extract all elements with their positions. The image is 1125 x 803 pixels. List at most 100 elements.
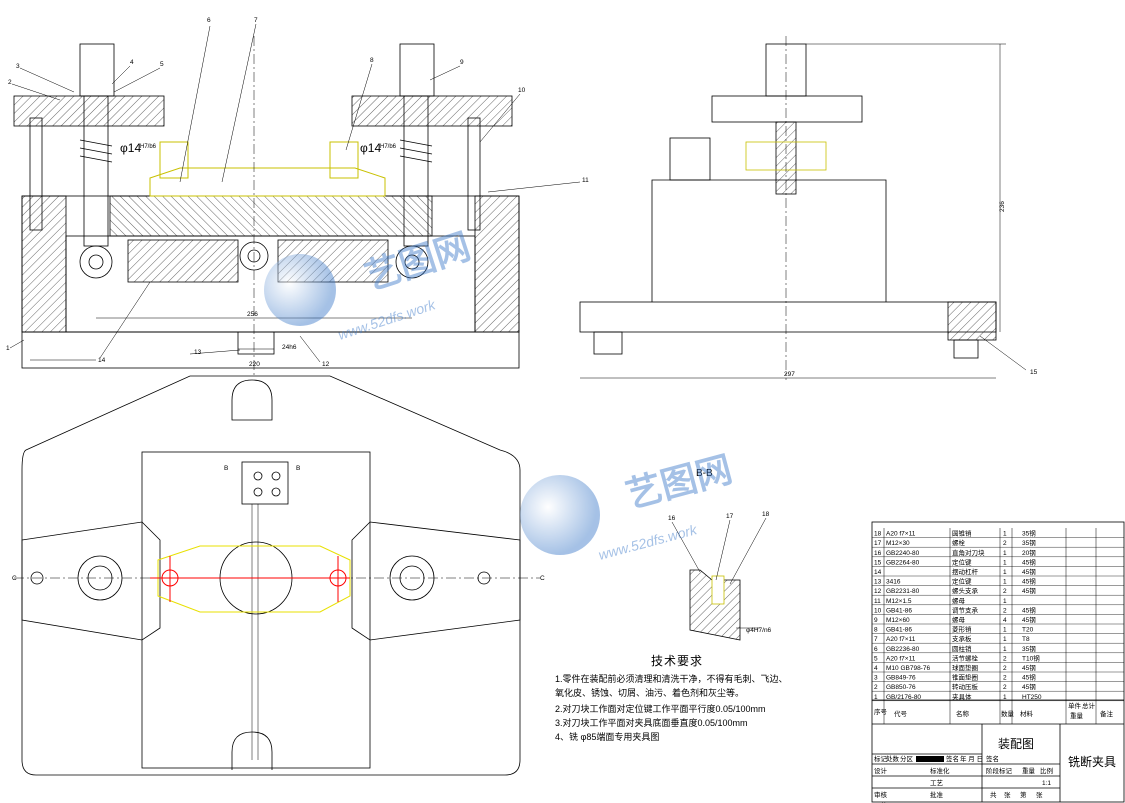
parts-cell-name: 菱形销: [952, 625, 972, 634]
balloon-3: 3: [16, 63, 20, 70]
parts-cell-name: 直角对刀块: [952, 548, 985, 557]
parts-cell-name: 支承板: [952, 634, 972, 643]
balloon-18: 18: [762, 511, 770, 518]
parts-cell-name: 活节螺栓: [952, 653, 979, 662]
parts-cell-no: 13: [874, 579, 882, 586]
parts-cell-mat: T8: [1022, 636, 1030, 643]
tb-sign: 签名: [986, 754, 999, 763]
parts-cell-name: 摆动杠杆: [952, 567, 979, 576]
parts-cell-code: GB2236-80: [886, 646, 920, 653]
balloon-16: 16: [668, 515, 676, 522]
dim-length-label: 297: [784, 371, 795, 378]
parts-cell-no: 2: [874, 684, 878, 691]
hdr-qty: 数量: [1001, 709, 1015, 718]
parts-cell-qty: 2: [1003, 665, 1007, 672]
parts-cell-qty: 2: [1003, 655, 1007, 662]
parts-cell-mat: 45钢: [1022, 616, 1036, 624]
fit-left-text: φ14: [120, 141, 141, 155]
side-view: [579, 36, 1027, 380]
parts-cell-no: 5: [874, 655, 878, 662]
tb-scale: 1:1: [1042, 780, 1051, 787]
parts-cell-mat: 35钢: [1022, 645, 1036, 653]
parts-cell-code: GB/2176-80: [886, 694, 921, 701]
drawing-title: 铣断夹具: [1068, 754, 1116, 769]
front-balloon-labels: 1 2 3 4 5 6 7 8 9 10 11 12 13 14: [6, 17, 589, 368]
parts-cell-code: M12×60: [886, 617, 910, 624]
parts-cell-no: 16: [874, 550, 882, 557]
section-mark-right: B: [296, 465, 300, 472]
parts-cell-mat: T20: [1022, 627, 1034, 634]
tb-r2-1: 标准化: [930, 766, 950, 775]
parts-cell-no: 3: [874, 675, 878, 682]
watermark-brand-2: 艺图网: [621, 448, 736, 516]
tb-r3-1: 工艺: [930, 779, 944, 787]
hdr-remark: 备注: [1100, 709, 1114, 718]
parts-cell-qty: 1: [1003, 636, 1007, 643]
parts-cell-qty: 2: [1003, 588, 1007, 595]
dim-center-label: 220: [249, 361, 260, 368]
tb-r3-0: 审核: [874, 790, 888, 799]
balloon-13: 13: [194, 349, 202, 356]
watermark-2: 艺图网 www.52dfs.work: [520, 448, 736, 563]
drawing-subtitle: 装配图: [998, 737, 1034, 751]
balloon-12: 12: [322, 361, 330, 368]
hdr-total: 总计: [1082, 701, 1096, 710]
parts-cell-qty: 2: [1003, 540, 1007, 547]
balloon-10: 10: [518, 87, 526, 94]
parts-cell-no: 9: [874, 617, 878, 624]
parts-cell-code: A20 f7×11: [886, 531, 916, 538]
parts-cell-qty: 1: [1003, 569, 1007, 576]
tb-c2-0: 阶段标记: [986, 766, 1013, 775]
parts-cell-no: 15: [874, 559, 882, 566]
front-balloons: [9, 23, 581, 363]
tb-r1-4: 签名: [946, 754, 959, 763]
tb-c2-r4-1: 张: [1004, 790, 1011, 799]
parts-cell-qty: 1: [1003, 550, 1007, 557]
parts-cell-name: 定位键: [952, 577, 972, 586]
balloon-5: 5: [160, 61, 164, 68]
parts-cell-mat: 45钢: [1022, 587, 1036, 595]
fit-right: φ14 H7/b6: [360, 141, 397, 155]
balloon-2: 2: [8, 79, 12, 86]
balloon-1: 1: [6, 345, 10, 352]
parts-cell-qty: 1: [1003, 694, 1007, 701]
parts-cell-code: GB850-76: [886, 684, 916, 691]
parts-cell-name: 螺母: [952, 615, 966, 624]
hdr-unit: 单件: [1068, 701, 1082, 710]
balloon-11: 11: [582, 177, 589, 184]
parts-cell-name: 转动压板: [952, 682, 979, 691]
parts-cell-no: 17: [874, 540, 882, 547]
parts-cell-no: 7: [874, 636, 878, 643]
parts-cell-code: M12×1.5: [886, 598, 912, 605]
parts-cell-no: 11: [874, 598, 881, 605]
dim-key-label: 24h6: [282, 344, 297, 351]
parts-cell-code: GB849-76: [886, 675, 916, 682]
parts-cell-code: M12×30: [886, 540, 910, 547]
hdr-name: 名称: [956, 709, 970, 718]
parts-cell-name: 圆柱销: [952, 644, 972, 653]
tb-c2-2: 比例: [1040, 766, 1053, 775]
balloon-6: 6: [207, 17, 211, 24]
parts-cell-no: 8: [874, 627, 878, 634]
parts-cell-name: 圆锥销: [952, 529, 972, 538]
parts-cell-code: GB2231-80: [886, 588, 920, 595]
dim-height-label: 236: [999, 201, 1006, 212]
title-block-cells: 标记 处数 分区 签名 年 月 日 设计 标准化 审核 工艺 工艺 批准 阶段标…: [874, 754, 1053, 803]
parts-cell-code: GB2264-80: [886, 559, 920, 566]
hdr-no: 序号: [874, 707, 888, 716]
balloon-9: 9: [460, 59, 464, 66]
tb-r1-2: 分区: [900, 754, 914, 763]
tech-item-2: 氧化皮、锈蚀、切屑、油污、着色剂和灰尘等。: [555, 688, 745, 698]
parts-cell-code: M10 GB798-76: [886, 665, 930, 672]
parts-cell-name: 螺栓: [952, 538, 966, 547]
section-bb: [671, 517, 767, 641]
tb-c2-r4-0: 共: [990, 790, 997, 799]
watermark-globe-icon-2: [520, 475, 600, 555]
fit-right-tol: H7/b6: [380, 144, 397, 150]
parts-cell-qty: 1: [1003, 579, 1007, 586]
parts-cell-mat: 45钢: [1022, 606, 1036, 614]
parts-cell-code: GB41-86: [886, 627, 912, 634]
hdr-mat: 材料: [1020, 709, 1034, 718]
tech-heading: 技术要求: [651, 654, 704, 668]
